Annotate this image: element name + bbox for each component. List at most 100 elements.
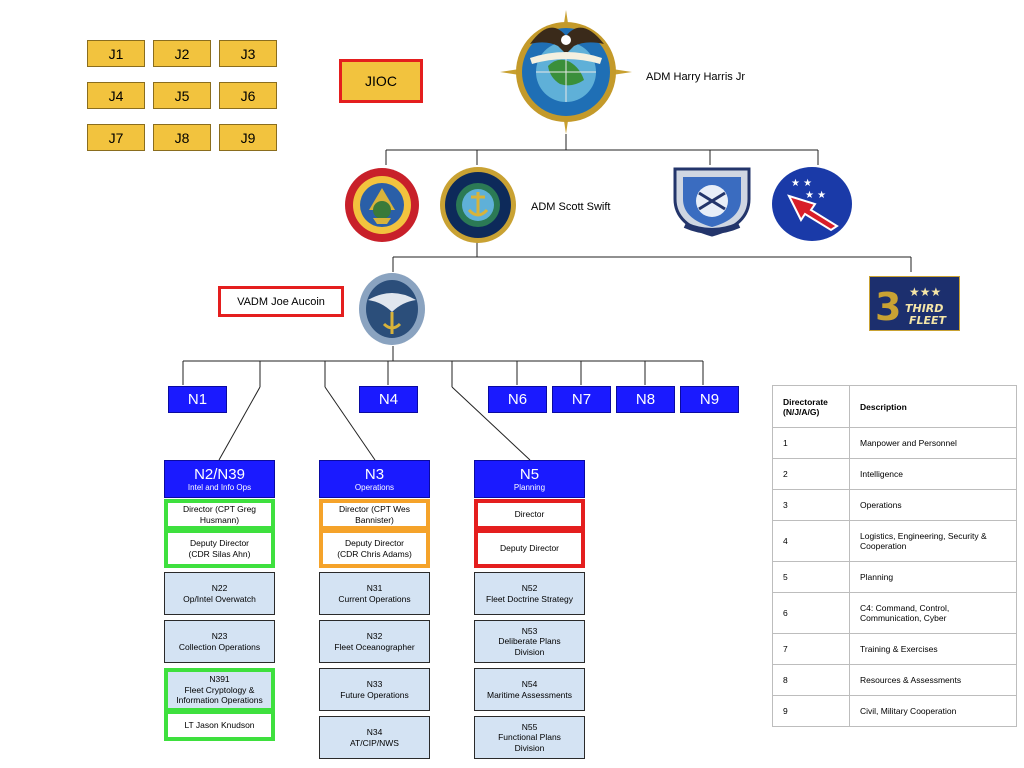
unit-name: Collection Operations (178, 641, 261, 652)
unit-name: Fleet Oceanographer (334, 641, 415, 652)
j1-box: J1 (87, 40, 145, 67)
n23-box: N23 Collection Operations (164, 620, 275, 663)
unit-code: N22 (211, 583, 228, 593)
unit-name: Fleet Doctrine Strategy (486, 593, 573, 604)
table-cell: Civil, Military Cooperation (849, 695, 1017, 727)
table-cell: Operations (849, 489, 1017, 521)
n7-box: N7 (552, 386, 611, 413)
n52-box: N52 Fleet Doctrine Strategy (474, 572, 585, 615)
table-cell: Logistics, Engineering, Security & Coope… (849, 520, 1017, 562)
unit-name: Deliberate Plans (498, 636, 561, 647)
n3-deputy-line: Deputy Director (344, 537, 405, 548)
n2-title: N2/N39 (194, 465, 245, 483)
n5-subtitle: Planning (513, 482, 546, 492)
table-header: Directorate (N/J/A/G) (772, 385, 850, 428)
marine-corps-forces-pacific-seal-icon (345, 168, 419, 242)
unit-name: Current Operations (338, 593, 411, 604)
n2-deputy-line: (CDR Silas Ahn) (188, 548, 251, 559)
unit-name: Division (514, 646, 545, 657)
j2-box: J2 (153, 40, 211, 67)
j6-box: J6 (219, 82, 277, 109)
table-row: 6 C4: Command, Control, Communication, C… (772, 592, 1017, 634)
n2-director-line: Husmann) (199, 514, 240, 525)
table-cell: 6 (772, 592, 850, 634)
table-cell: 1 (772, 427, 850, 459)
n3-subtitle: Operations (354, 482, 395, 492)
n2-subtitle: Intel and Info Ops (187, 482, 252, 492)
j8-box: J8 (153, 124, 211, 151)
pacom-commander-name: ADM Harry Harris Jr (646, 71, 745, 83)
table-row: 5 Planning (772, 561, 1017, 593)
j9-box: J9 (219, 124, 277, 151)
unit-name: Op/Intel Overwatch (183, 593, 256, 604)
n1-box: N1 (168, 386, 227, 413)
n5-title: N5 (519, 465, 540, 483)
n6-box: N6 (488, 386, 547, 413)
table-cell: Planning (849, 561, 1017, 593)
table-header: Description (849, 385, 1017, 428)
table-row: 3 Operations (772, 489, 1017, 521)
directorate-table: Directorate (N/J/A/G) Description 1 Manp… (772, 385, 1017, 727)
n31-box: N31 Current Operations (319, 572, 430, 615)
j3-box: J3 (219, 40, 277, 67)
n5-header: N5 Planning (474, 460, 585, 498)
table-cell: 5 (772, 561, 850, 593)
n3-director-line: Director (CPT Wes (338, 503, 410, 514)
n3-header: N3 Operations (319, 460, 430, 498)
unit-code: N391 (209, 674, 230, 685)
n34-box: N34 AT/CIP/NWS (319, 716, 430, 759)
n5-deputy-line: Deputy Director (499, 543, 560, 553)
table-cell: 3 (772, 489, 850, 521)
unit-name: Future Operations (340, 689, 409, 700)
n9-box: N9 (680, 386, 739, 413)
table-row: 8 Resources & Assessments (772, 664, 1017, 696)
n391-officer-box: LT Jason Knudson (164, 710, 275, 741)
unit-code: N23 (211, 631, 228, 641)
us-pacific-command-seal-icon (500, 10, 632, 134)
n2-deputy-director-box: Deputy Director (CDR Silas Ahn) (164, 529, 275, 568)
unit-code: N52 (521, 583, 538, 593)
svg-text:★ ★: ★ ★ (805, 190, 826, 201)
table-header-row: Directorate (N/J/A/G) Description (772, 385, 1017, 428)
table-cell: Intelligence (849, 458, 1017, 490)
n22-box: N22 Op/Intel Overwatch (164, 572, 275, 615)
table-cell: C4: Command, Control, Communication, Cyb… (849, 592, 1017, 634)
unit-name: Division (514, 742, 545, 753)
jioc-box: JIOC (339, 59, 423, 103)
n33-box: N33 Future Operations (319, 668, 430, 711)
unit-code: N34 (366, 727, 383, 737)
j4-box: J4 (87, 82, 145, 109)
svg-text:FLEET: FLEET (909, 314, 948, 327)
svg-text:★ ★: ★ ★ (791, 178, 812, 189)
n2-n39-header: N2/N39 Intel and Info Ops (164, 460, 275, 498)
c7f-commander-name: VADM Joe Aucoin (218, 286, 344, 317)
third-fleet-emblem-icon: 3 ★★★ THIRD FLEET (869, 276, 960, 331)
n54-box: N54 Maritime Assessments (474, 668, 585, 711)
svg-text:3: 3 (875, 285, 901, 329)
table-cell: 8 (772, 664, 850, 696)
unit-code: N32 (366, 631, 383, 641)
n5-director-box: Director (474, 499, 585, 530)
n2-director-box: Director (CPT Greg Husmann) (164, 499, 275, 530)
table-cell: 9 (772, 695, 850, 727)
unit-name: AT/CIP/NWS (350, 737, 399, 748)
j7-box: J7 (87, 124, 145, 151)
pacific-air-forces-shield-icon (673, 167, 751, 237)
unit-code: N55 (521, 721, 538, 732)
unit-name: Information Operations (176, 695, 263, 706)
n3-deputy-line: (CDR Chris Adams) (337, 548, 412, 559)
n32-box: N32 Fleet Oceanographer (319, 620, 430, 663)
table-cell: 2 (772, 458, 850, 490)
us-pacific-fleet-seal-icon (440, 167, 516, 243)
table-row: 2 Intelligence (772, 458, 1017, 490)
unit-name: Fleet Cryptology & (184, 684, 255, 695)
n53-box: N53 Deliberate Plans Division (474, 620, 585, 663)
j5-box: J5 (153, 82, 211, 109)
svg-text:THIRD: THIRD (905, 302, 943, 315)
unit-code: N33 (366, 679, 383, 689)
n391-box: N391 Fleet Cryptology & Information Oper… (164, 668, 275, 712)
table-cell: Manpower and Personnel (849, 427, 1017, 459)
n5-director-line: Director (514, 509, 545, 519)
n8-box: N8 (616, 386, 675, 413)
